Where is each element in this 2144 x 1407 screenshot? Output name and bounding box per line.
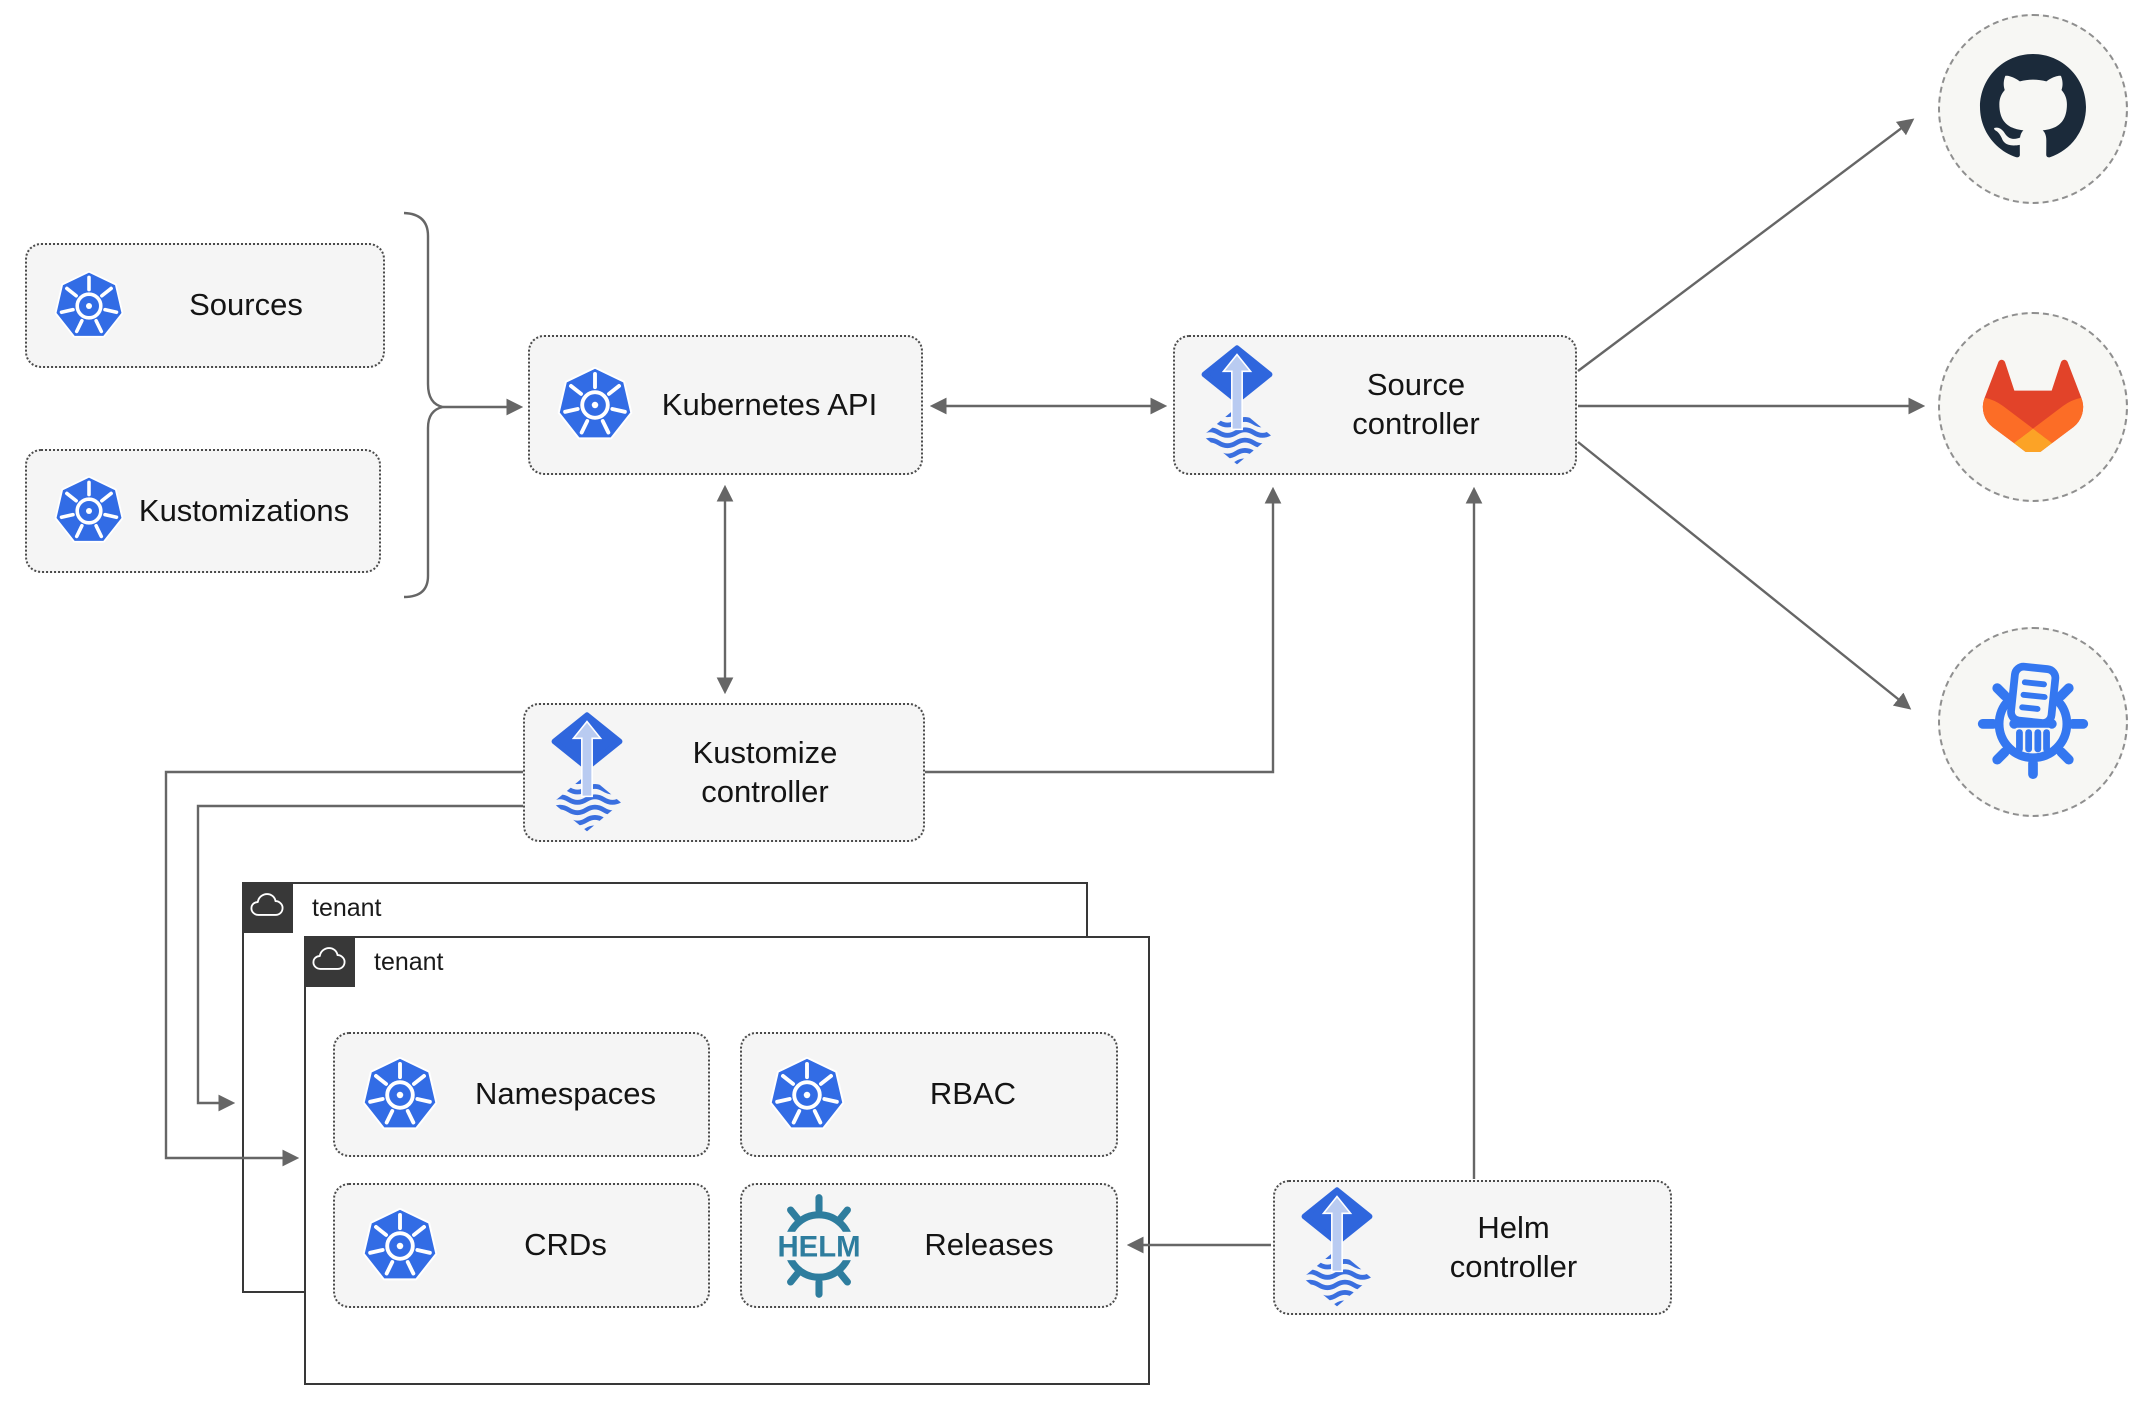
kustomizations-node: Kustomizations [25, 449, 381, 573]
kubernetes-icon [556, 367, 634, 443]
tenant-container-front: tenant [303, 935, 1150, 1385]
namespaces-node: Namespaces [333, 1032, 710, 1157]
flux-icon [1301, 1187, 1373, 1308]
node-label: Sources [189, 287, 303, 323]
crds-node: CRDs [333, 1183, 710, 1308]
node-label: Releases [924, 1227, 1054, 1263]
source-controller-node: Source controller [1173, 335, 1577, 475]
arrow-source-to-chartmuseum [1577, 441, 1912, 710]
kubernetes-icon [361, 1207, 439, 1284]
github-icon [1979, 53, 2087, 165]
tenant-label: tenant [374, 947, 444, 976]
arrow-source-to-github [1577, 118, 1915, 372]
gitlab-icon [1981, 358, 2085, 457]
rbac-node: RBAC [740, 1032, 1118, 1157]
svg-text:HELM: HELM [777, 1230, 860, 1263]
github-remote [1938, 14, 2128, 204]
chartmuseum-icon [1973, 660, 2093, 785]
cloud-icon [312, 944, 346, 979]
tenant-label: tenant [312, 893, 382, 922]
kubernetes-icon [361, 1056, 439, 1133]
node-label: Kustomize controller [692, 734, 838, 809]
kubernetes-icon [53, 270, 125, 341]
tenant-header [303, 935, 355, 987]
arrow-kustomize-to-source [925, 486, 1282, 774]
node-label: Helm controller [1449, 1209, 1578, 1284]
kubernetes-icon [768, 1056, 846, 1133]
node-label: Namespaces [475, 1076, 656, 1112]
bracket [403, 211, 444, 599]
releases-node: HELM Releases [740, 1183, 1118, 1308]
flux-icon [551, 712, 623, 833]
kubernetes-icon [53, 476, 125, 546]
node-label: Kustomizations [138, 492, 350, 528]
helm-controller-node: Helm controller [1273, 1180, 1672, 1315]
node-label: RBAC [929, 1076, 1017, 1112]
flux-icon [1201, 344, 1273, 466]
node-label: Kubernetes API [661, 386, 878, 422]
chartmuseum-remote [1938, 627, 2128, 817]
helm-icon: HELM [760, 1193, 878, 1299]
kustomize-controller-node: Kustomize controller [523, 703, 925, 842]
node-label: Source controller [1352, 367, 1480, 441]
sources-node: Sources [25, 243, 385, 368]
node-label: CRDs [524, 1227, 607, 1263]
kubernetes-api-node: Kubernetes API [528, 335, 923, 475]
tenant-header [241, 881, 293, 933]
gitlab-remote [1938, 312, 2128, 502]
cloud-icon [250, 890, 284, 925]
